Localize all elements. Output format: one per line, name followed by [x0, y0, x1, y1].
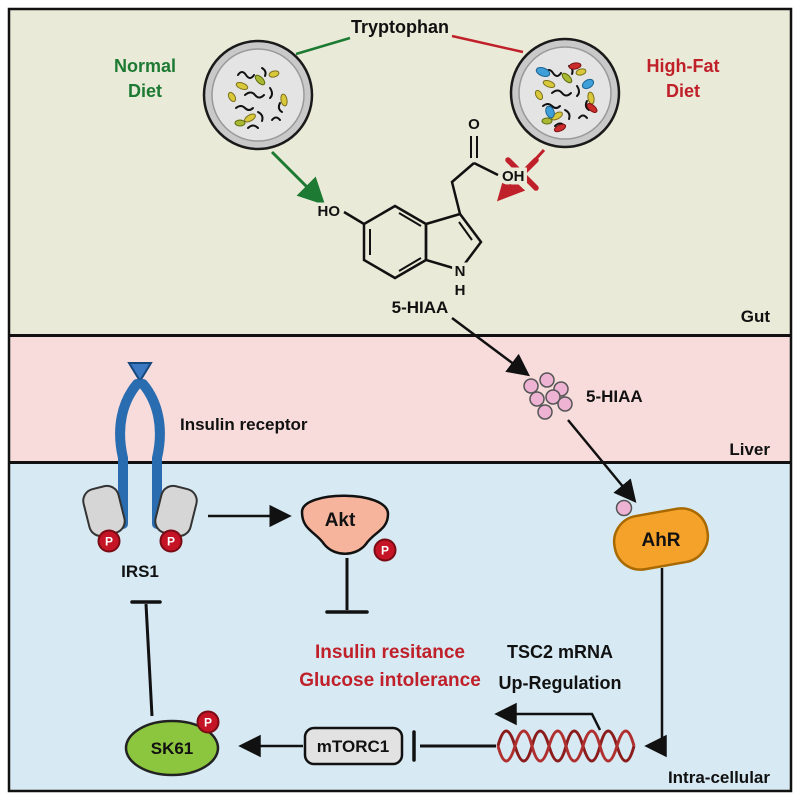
phospho-label: P: [105, 535, 113, 549]
irs1-label: IRS1: [121, 562, 159, 581]
sk61-inhibition-line: [130, 600, 162, 717]
gut-band-label: Gut: [741, 307, 771, 326]
normal-diet-label-line2: Diet: [128, 81, 162, 101]
insulin-receptor-label: Insulin receptor: [180, 415, 308, 434]
petri-dish-highfat-icon: [509, 37, 621, 149]
insulin-ligand-triangle-icon: [127, 362, 153, 383]
ahr-label: AhR: [641, 530, 680, 551]
cell-band-label: Intra-cellular: [668, 768, 770, 787]
highfat-diet-label-line2: Diet: [666, 81, 700, 101]
atom-oh: OH: [502, 168, 525, 185]
tryptophan-to-highfat-line: [451, 34, 524, 54]
normal-diet-label-line1: Normal: [114, 56, 176, 76]
tryptophan-label: Tryptophan: [351, 17, 449, 37]
outcome-label-line1: Insulin resitance: [315, 642, 465, 663]
sk61-shape: SK61 P: [124, 710, 220, 777]
hiaa-gut-label: 5-HIAA: [392, 298, 449, 317]
phospho-badge: [373, 538, 397, 562]
sk61-label: SK61: [151, 739, 194, 758]
blocked-x-icon: [505, 157, 539, 191]
petri-dish-normal-icon: [202, 39, 314, 151]
mtorc1-label: mTORC1: [317, 737, 389, 756]
tsc2-inhibition-line: [412, 730, 496, 762]
irs1-shape: P P: [82, 484, 198, 553]
phospho-badge: [159, 529, 183, 553]
akt-shape: Akt P: [300, 494, 397, 562]
tryptophan-to-normal-line: [295, 36, 351, 56]
dna-helix-icon: [496, 729, 636, 763]
akt-inhibition-line: [325, 558, 369, 614]
tsc2-label-line1: TSC2 mRNA: [507, 642, 613, 662]
insulin-receptor-shape: [115, 362, 165, 529]
hiaa-to-liver-arrow: [451, 316, 531, 377]
akt-label: Akt: [325, 510, 356, 531]
gut-liver-divider: [10, 334, 790, 337]
hiaa-liver-label: 5-HIAA: [586, 387, 643, 406]
ahr-shape: AhR: [612, 499, 710, 571]
highfat-diet-label-line1: High-Fat: [647, 56, 720, 76]
hiaa-molecule-structure: HO O OH N H: [314, 113, 528, 303]
outcome-label-line2: Glucose intolerance: [299, 670, 481, 691]
liver-band-label: Liver: [729, 440, 770, 459]
gut-band: [10, 10, 790, 334]
hiaa-ligand-dot: [615, 499, 633, 517]
tsc2-label-line2: Up-Regulation: [499, 673, 622, 693]
phospho-label: P: [381, 544, 389, 558]
phospho-badge: [196, 710, 220, 734]
liver-band: [10, 337, 790, 461]
hiaa-dots-cluster: [523, 372, 573, 420]
diagram-frame: [7, 7, 793, 793]
phospho-label: P: [167, 535, 175, 549]
atom-n: N: [455, 263, 466, 280]
atom-ho: HO: [318, 203, 341, 220]
phospho-label: P: [204, 716, 212, 730]
ahr-to-dna-arrow: [644, 568, 667, 758]
phospho-badge: [97, 529, 121, 553]
liver-cell-divider: [10, 461, 790, 464]
mtorc1-box: mTORC1: [303, 726, 404, 766]
dna-to-tsc2-arrow: [494, 702, 602, 731]
atom-h: H: [455, 282, 466, 299]
hiaa-to-ahr-arrow: [567, 419, 637, 503]
normal-to-hiaa-arrow: [270, 150, 326, 206]
atom-o: O: [468, 116, 480, 133]
